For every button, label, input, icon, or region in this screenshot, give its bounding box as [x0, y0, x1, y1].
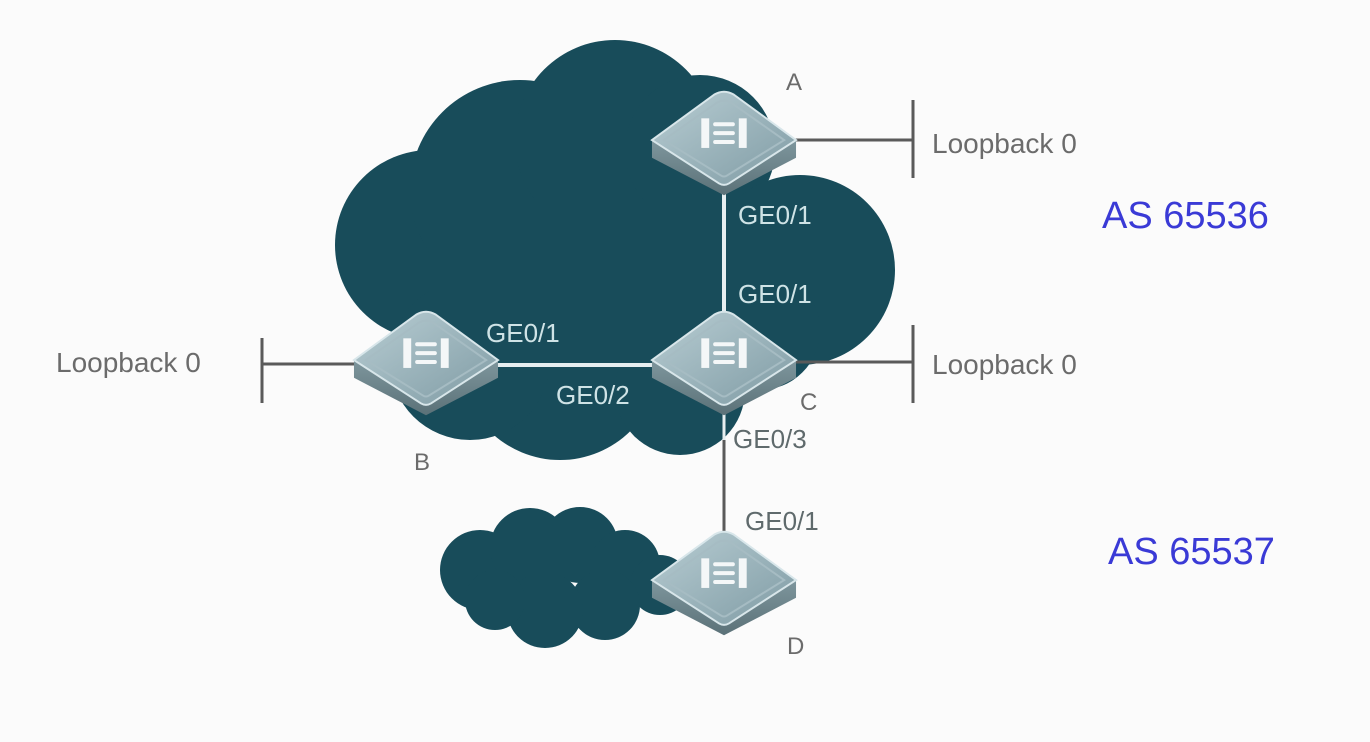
device-label-b: B: [414, 449, 430, 476]
device-label-c: C: [800, 389, 817, 416]
loopback-b-line: [260, 338, 358, 403]
loopback-c-label: Loopback 0: [932, 349, 1077, 380]
as-65537-cloud: [440, 507, 690, 648]
router-d-icon[interactable]: [650, 530, 798, 637]
as-65536-label: AS 65536: [1102, 195, 1269, 237]
port-label-c-ge03: GE0/3: [733, 424, 807, 454]
device-label-a: A: [786, 69, 802, 96]
loopback-b-label: Loopback 0: [56, 347, 201, 378]
loopback-a-line: [795, 100, 915, 178]
port-label-d-ge01: GE0/1: [745, 506, 819, 536]
port-label-c-ge01: GE0/1: [738, 279, 812, 309]
port-label-a-ge01: GE0/1: [738, 200, 812, 230]
as-65537-label: AS 65537: [1108, 531, 1275, 573]
device-label-d: D: [787, 633, 804, 660]
port-label-b-ge01: GE0/1: [486, 318, 560, 348]
port-label-c-ge02: GE0/2: [556, 380, 630, 410]
loopback-a-label: Loopback 0: [932, 128, 1077, 159]
loopback-c-line: [795, 325, 915, 403]
